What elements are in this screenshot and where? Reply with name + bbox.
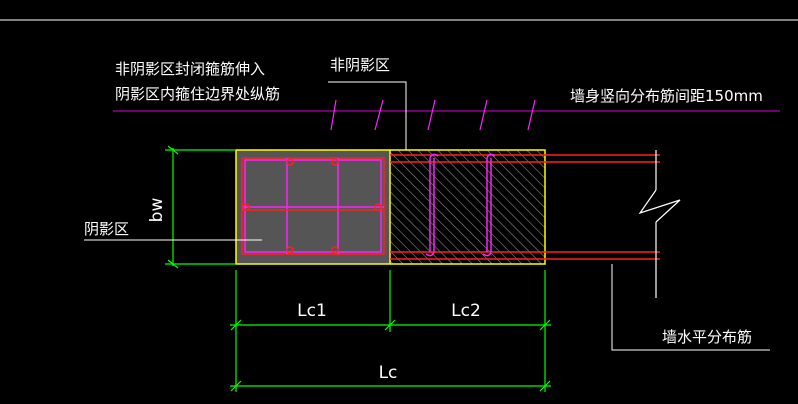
element-outline [235, 149, 546, 265]
bw-label: bw [147, 198, 167, 223]
non-shadow-zone-ties [425, 153, 496, 257]
non-shadow-zone-fill [390, 150, 545, 264]
lc1-lc2-dimension [230, 270, 551, 332]
shadow-zone-label: 阴影区 [84, 220, 129, 238]
leader-lines [84, 81, 770, 351]
lc2-label: Lc2 [451, 301, 481, 321]
note-line1: 非阴影区封闭箍筋伸入 [115, 60, 265, 78]
lc-label: Lc [379, 363, 398, 383]
shadow-zone-stirrups [241, 157, 385, 255]
bw-dimension [165, 145, 236, 269]
wall-horizontal-label: 墙水平分布筋 [662, 328, 752, 346]
note-line2: 阴影区内箍住边界处纵筋 [115, 85, 280, 103]
wall-vertical-spacing-label: 墙身竖向分布筋间距150mm [570, 87, 763, 105]
non-shadow-zone-label: 非阴影区 [330, 56, 390, 74]
top-spacing-line [113, 99, 780, 131]
lc-dimension [230, 332, 551, 392]
lc1-label: Lc1 [297, 301, 327, 321]
wall-break-line [638, 150, 681, 298]
